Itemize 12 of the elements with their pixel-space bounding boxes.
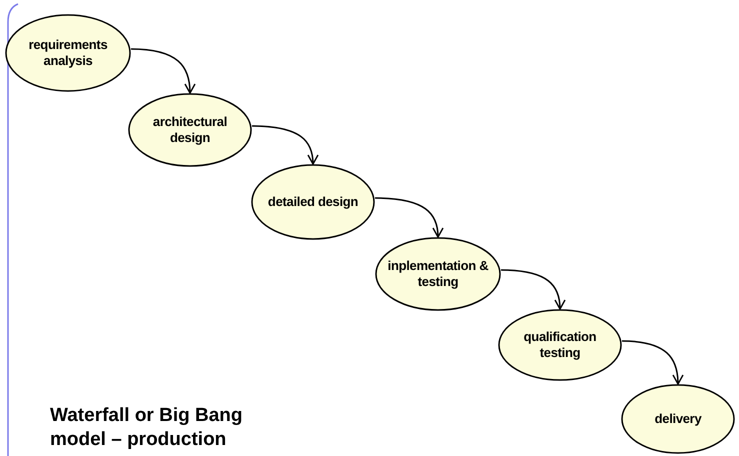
stage-label: inplementation & testing — [386, 258, 490, 290]
stage-label: architectural design — [152, 114, 228, 146]
caption-text: Waterfall or Big Bang model – production — [50, 404, 244, 452]
curved-arrow — [622, 340, 684, 385]
stage-label: qualification testing — [522, 329, 598, 361]
curved-arrow — [500, 269, 566, 310]
stage-label: detailed design — [268, 194, 358, 210]
stage-label: delivery — [654, 411, 702, 427]
curved-arrow — [130, 48, 196, 94]
curved-arrow — [252, 125, 318, 165]
stage-label: requirements analysis — [28, 37, 108, 69]
curved-arrow — [374, 197, 444, 238]
